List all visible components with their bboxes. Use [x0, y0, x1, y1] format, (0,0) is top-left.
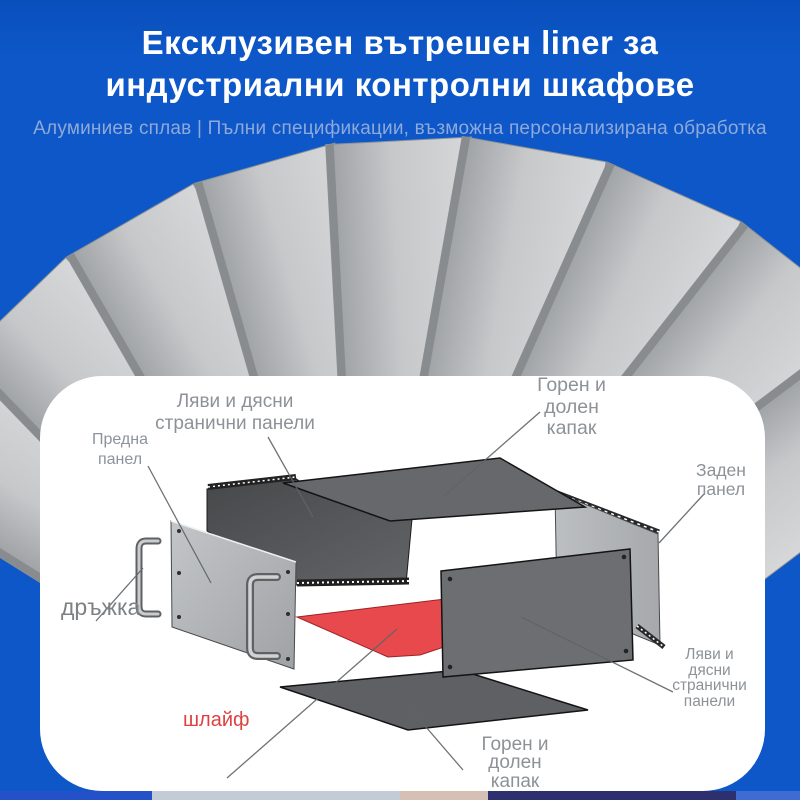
label-side-panels-top: Ляви и дясни странични панели	[155, 391, 315, 434]
next-section-preview-strip	[0, 791, 800, 800]
label-grind-liner: шлайф	[183, 709, 250, 731]
header-banner: Ексклузивен вътрешен liner за индустриал…	[0, 22, 800, 140]
page-title: Ексклузивен вътрешен liner за индустриал…	[105, 24, 695, 103]
label-handle: дръжка	[61, 594, 141, 620]
label-top-cover: Горен и долен капак	[537, 374, 606, 439]
label-back-panel: Заден панел	[696, 460, 746, 499]
page-subtitle: Алуминиев сплав | Пълни спецификации, въ…	[33, 118, 767, 139]
label-bottom-cover: Горен и долен капак	[481, 734, 549, 792]
label-side-panels-right: Ляви и дясни странични панели	[672, 646, 747, 710]
label-front-panel: Предна панел	[91, 431, 148, 468]
